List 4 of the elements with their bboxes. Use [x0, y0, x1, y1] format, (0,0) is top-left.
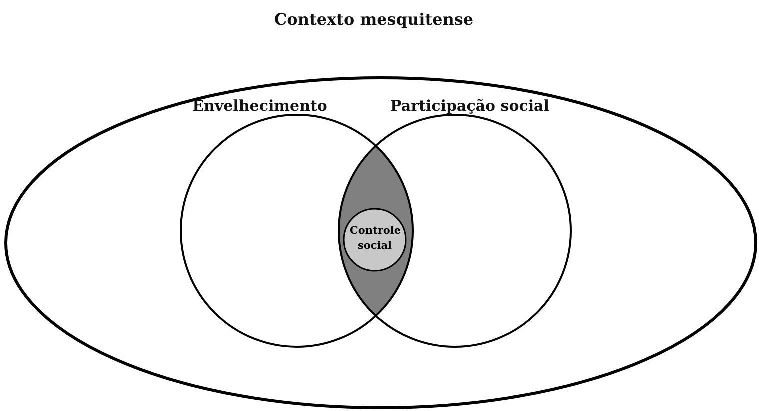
set-label: Contexto mesquitense	[274, 10, 474, 29]
circle-label: Controle social	[350, 224, 400, 254]
set-label: Envelhecimento	[192, 97, 328, 115]
set-label: Participação social	[390, 97, 550, 115]
